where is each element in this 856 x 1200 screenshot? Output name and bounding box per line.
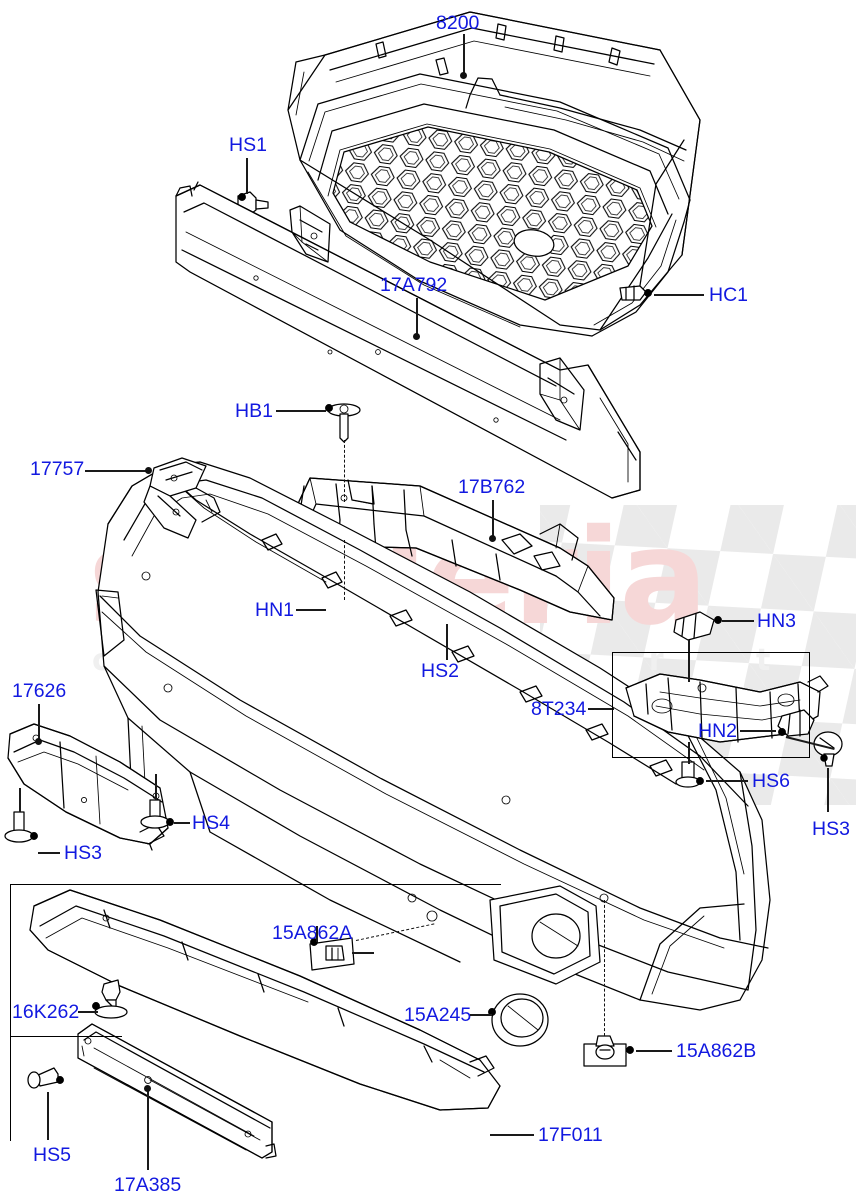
screw-hs6 xyxy=(675,761,704,788)
leader-hs2 xyxy=(446,624,448,660)
bumper-bracket-17757 xyxy=(143,457,221,539)
leader-hs5 xyxy=(47,1092,49,1140)
detail-box-8t234 xyxy=(612,652,810,758)
callout-label-hs6[interactable]: HS6 xyxy=(752,770,790,792)
lower-valance-17f011 xyxy=(29,889,501,1111)
leader-hn1 xyxy=(296,609,326,611)
leader-17626 xyxy=(38,704,40,742)
detail-box-17f011 xyxy=(10,884,501,1141)
screw-hs4 xyxy=(140,799,174,829)
leader-hs3-right xyxy=(827,768,829,812)
sensor-bracket-15a862b xyxy=(583,1035,634,1067)
leader-hs3-left-v xyxy=(19,788,21,812)
callout-label-hn2[interactable]: HN2 xyxy=(698,720,738,742)
leader-15a862b xyxy=(636,1050,672,1052)
callout-label-17a792[interactable]: 17A792 xyxy=(380,274,448,296)
screw-hs1 xyxy=(237,191,269,217)
callout-label-17757[interactable]: 17757 xyxy=(30,458,85,480)
callout-label-hs1[interactable]: HS1 xyxy=(229,134,267,156)
dash-link-hn1 xyxy=(344,540,345,600)
callout-label-8t234[interactable]: 8T234 xyxy=(531,698,587,720)
retainer-clip-16k262 xyxy=(92,979,128,1019)
leader-17f011 xyxy=(490,1134,534,1136)
leader-17a385 xyxy=(147,1090,149,1170)
leader-dot-17a792 xyxy=(413,333,420,340)
callout-label-17a385[interactable]: 17A385 xyxy=(114,1174,182,1196)
callout-label-15a862a[interactable]: 15A862A xyxy=(272,922,353,944)
callout-label-hs5[interactable]: HS5 xyxy=(33,1144,71,1166)
leader-15a862a-b xyxy=(352,952,374,954)
leader-hs4 xyxy=(174,822,190,824)
callout-label-15a862b[interactable]: 15A862B xyxy=(676,1040,757,1062)
callout-label-hs2[interactable]: HS2 xyxy=(421,660,459,682)
front-bumper-cover xyxy=(95,461,771,1011)
leader-dot-8200 xyxy=(460,72,467,79)
leader-dot-17b762 xyxy=(489,535,496,542)
leader-hc1 xyxy=(654,294,704,296)
bumper-reinforcement-17a792 xyxy=(175,181,641,499)
leader-hn3 xyxy=(722,620,754,622)
leader-dot-17757 xyxy=(145,467,152,474)
dash-link-hb1 xyxy=(344,440,345,502)
callout-label-hb1[interactable]: HB1 xyxy=(235,400,273,422)
leader-17757 xyxy=(85,470,147,472)
leader-8t234 xyxy=(588,708,614,710)
callout-label-15a245[interactable]: 15A245 xyxy=(404,1004,472,1026)
callout-label-hc1[interactable]: HC1 xyxy=(709,284,749,306)
sensor-bracket-15a862a xyxy=(309,937,355,971)
side-trim-17626 xyxy=(7,723,169,845)
leader-hs4-v xyxy=(155,774,157,800)
screw-hs5 xyxy=(27,1067,64,1089)
leader-dot-17a385 xyxy=(144,1085,151,1092)
leader-16k262 xyxy=(78,1011,98,1013)
grille-assembly xyxy=(287,11,701,337)
callout-label-17b762[interactable]: 17B762 xyxy=(458,476,526,498)
nut-hn2 xyxy=(777,709,815,737)
screw-hs3-right xyxy=(813,731,843,767)
callout-label-16k262[interactable]: 16K262 xyxy=(12,1001,80,1023)
detail-box-16k262 xyxy=(10,884,122,1037)
callout-label-hs3-left[interactable]: HS3 xyxy=(64,842,102,864)
licence-plate-bracket-17a385 xyxy=(77,1023,277,1159)
leader-8200 xyxy=(463,34,465,76)
leader-17a792 xyxy=(416,298,418,336)
leader-hs6 xyxy=(706,780,748,782)
callout-label-hs3-right[interactable]: HS3 xyxy=(812,818,850,840)
nut-hn3 xyxy=(673,611,722,641)
leader-hs6-v xyxy=(688,742,690,764)
leader-hb1 xyxy=(276,410,326,412)
callout-label-hn1[interactable]: HN1 xyxy=(255,599,295,621)
leader-15a862a xyxy=(316,926,318,942)
leader-hs3-left xyxy=(38,852,60,854)
leader-15a245 xyxy=(470,1014,492,1016)
bolt-hb1 xyxy=(325,403,361,443)
dash-link-15a862b xyxy=(604,900,605,1036)
fog-lamp-bezel-15a245 xyxy=(488,993,549,1047)
leader-hn3-v xyxy=(688,640,690,682)
leader-hs1 xyxy=(246,158,248,194)
energy-absorber-17b762 xyxy=(287,477,615,621)
callout-label-hn3[interactable]: HN3 xyxy=(757,610,797,632)
leader-dot-17626 xyxy=(35,738,42,745)
callout-label-17f011[interactable]: 17F011 xyxy=(538,1124,603,1146)
screw-hs3-left xyxy=(4,811,38,843)
leader-17b762 xyxy=(492,500,494,538)
side-bracket-8t234 xyxy=(625,673,829,743)
leader-hn2 xyxy=(740,730,776,732)
callout-label-8200[interactable]: 8200 xyxy=(436,12,480,34)
callout-label-hs4[interactable]: HS4 xyxy=(192,812,230,834)
callout-label-17626[interactable]: 17626 xyxy=(12,680,67,702)
clip-hc1 xyxy=(619,285,652,301)
